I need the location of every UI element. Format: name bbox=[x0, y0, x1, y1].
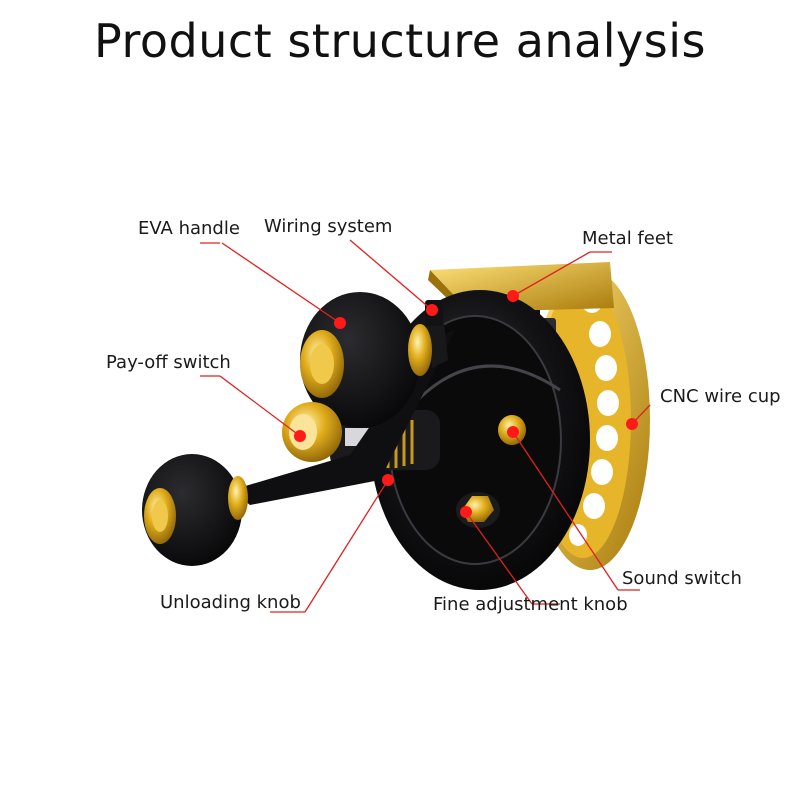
marker-eva-handle bbox=[334, 317, 346, 329]
marker-wiring-system bbox=[426, 304, 438, 316]
label-wiring-system: Wiring system bbox=[264, 216, 393, 237]
marker-metal-feet bbox=[507, 290, 519, 302]
marker-cnc-wire-cup bbox=[626, 418, 638, 430]
marker-unloading-knob bbox=[382, 474, 394, 486]
label-cnc-wire-cup: CNC wire cup bbox=[660, 386, 781, 407]
eva-handle-upper bbox=[300, 292, 432, 428]
markers bbox=[294, 290, 638, 518]
eva-handle-lower bbox=[142, 454, 248, 566]
marker-sound-switch bbox=[507, 426, 519, 438]
label-eva-handle: EVA handle bbox=[138, 218, 240, 239]
leader-lines bbox=[200, 239, 651, 613]
payoff-switch-knob bbox=[282, 402, 342, 462]
label-unloading-knob: Unloading knob bbox=[160, 592, 301, 613]
marker-payoff-switch bbox=[294, 430, 306, 442]
page-title: Product structure analysis bbox=[94, 14, 706, 68]
reel-body bbox=[370, 290, 590, 590]
label-metal-feet: Metal feet bbox=[582, 228, 673, 249]
label-sound-switch: Sound switch bbox=[622, 568, 742, 589]
label-fine-adjustment-knob: Fine adjustment knob bbox=[433, 594, 628, 615]
label-payoff-switch: Pay-off switch bbox=[106, 352, 231, 373]
marker-fine-adjustment bbox=[460, 506, 472, 518]
